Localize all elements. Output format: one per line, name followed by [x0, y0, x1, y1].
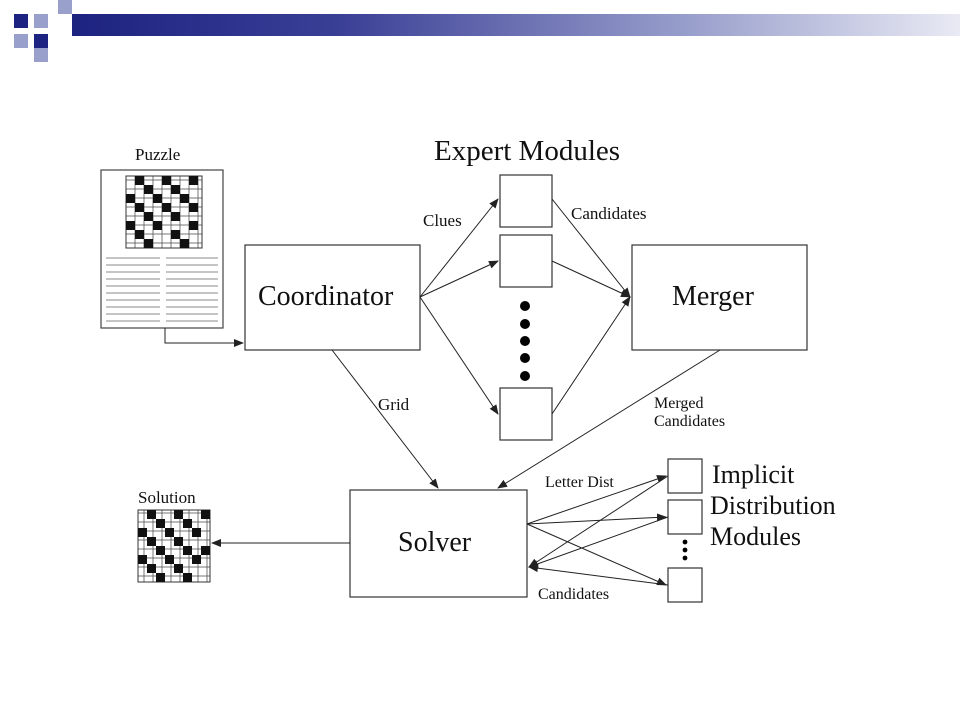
- solution-label: Solution: [138, 488, 196, 507]
- solver-to-implicit-arrow: [526, 523, 667, 586]
- header-square-dark: [34, 34, 48, 48]
- header-square-light: [34, 48, 48, 62]
- expert-module-box: [499, 174, 553, 228]
- expert-ellipsis-dots: [520, 301, 530, 381]
- header-gradient-bar: [72, 14, 960, 36]
- letter-dist-label: Letter Dist: [545, 474, 614, 491]
- header-square-light: [14, 34, 28, 48]
- merged-candidates-label-line2: Candidates: [654, 413, 726, 430]
- coordinator-to-solver-arrow: [331, 349, 439, 489]
- coordinator-label: Coordinator: [258, 281, 394, 312]
- header-square-light: [58, 0, 72, 14]
- implicit-label-line3: Modules: [710, 522, 801, 551]
- expert-to-merger-arrow: [551, 198, 631, 298]
- clues-label: Clues: [423, 211, 462, 230]
- coordinator-to-expert-arrow: [419, 260, 499, 298]
- solution-grid: [137, 509, 211, 583]
- implicit-module-box: [667, 567, 703, 603]
- puzzle-clue-lines: [106, 257, 218, 322]
- coordinator-to-expert-arrow: [419, 296, 499, 415]
- grid-label: Grid: [378, 395, 410, 414]
- merger-box: [631, 244, 808, 351]
- merger-label: Merger: [672, 281, 754, 312]
- header-square-light: [34, 14, 48, 28]
- puzzle-black-cells: [126, 176, 198, 248]
- puzzle-label: Puzzle: [135, 145, 181, 164]
- implicit-to-solver-arrow: [528, 516, 669, 568]
- implicit-label-line1: Implicit: [712, 460, 795, 489]
- implicit-to-solver-arrow: [528, 564, 669, 586]
- implicit-ellipsis-dots: [682, 539, 688, 561]
- solver-box: [349, 489, 528, 598]
- solver-to-implicit-arrow: [526, 513, 667, 525]
- candidates-label-top: Candidates: [571, 204, 647, 223]
- merger-to-solver-arrow: [497, 349, 721, 489]
- puzzle-to-coordinator-arrow: [164, 328, 244, 347]
- expert-to-merger-arrow: [551, 260, 631, 298]
- expert-module-box: [499, 387, 553, 441]
- expert-module-box: [499, 234, 553, 288]
- candidates-label-bottom: Candidates: [538, 586, 610, 603]
- puzzle-document: [100, 169, 224, 329]
- solver-label: Solver: [398, 527, 472, 558]
- merged-candidates-label-line1: Merged: [654, 395, 704, 412]
- implicit-module-box: [667, 499, 703, 535]
- expert-modules-heading: Expert Modules: [434, 135, 621, 167]
- implicit-label-line2: Distribution: [710, 491, 836, 520]
- implicit-to-solver-arrow: [528, 475, 669, 568]
- expert-to-merger-arrow: [551, 296, 631, 415]
- coordinator-to-expert-arrow: [419, 198, 499, 298]
- solver-to-implicit-arrow: [526, 475, 667, 525]
- implicit-module-box: [667, 458, 703, 494]
- header-square-dark: [14, 14, 28, 28]
